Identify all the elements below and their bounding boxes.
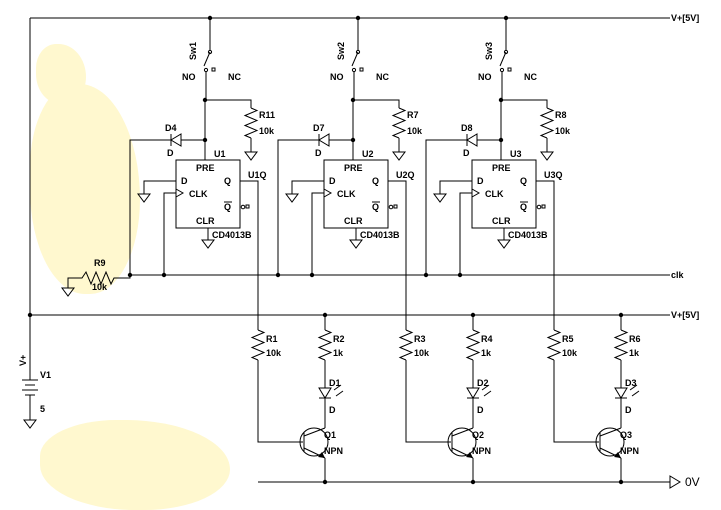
resistor-r9 xyxy=(61,270,131,297)
voltage-source-v1 xyxy=(22,312,38,429)
flipflop-pre: PRE xyxy=(492,163,511,173)
transistor-ref: Q1 xyxy=(324,430,336,440)
transistor-ref: Q3 xyxy=(620,430,632,440)
base-res-value: 10k xyxy=(414,348,430,358)
flipflop-q: Q xyxy=(372,176,379,186)
r9-value: 10k xyxy=(92,282,108,292)
rail-label-vplus-mid: V+[5V] xyxy=(671,310,699,320)
transistor-type: NPN xyxy=(324,446,343,456)
led-res-value: 1k xyxy=(333,348,344,358)
diode-label: D xyxy=(463,148,470,158)
flipflop-clk: CLK xyxy=(337,189,356,199)
base-res-ref: R3 xyxy=(414,334,426,344)
diode-ref: D4 xyxy=(165,123,177,133)
q-net-label: U1Q xyxy=(248,170,267,180)
led-res-value: 1k xyxy=(629,348,640,358)
flipflop-part: CD4013B xyxy=(360,230,400,240)
switch-no-label: NO xyxy=(478,72,492,82)
led-label: D xyxy=(625,405,632,415)
flipflop-part: CD4013B xyxy=(212,230,252,240)
base-res-ref: R1 xyxy=(266,334,278,344)
led-ref: D3 xyxy=(625,378,637,388)
base-res-ref: R5 xyxy=(562,334,574,344)
rail-label-zero: 0V xyxy=(685,475,700,489)
flipflop-qbar: Q xyxy=(372,202,379,212)
flipflop-ref: U2 xyxy=(362,149,374,159)
led-ref: D1 xyxy=(329,378,341,388)
flipflop-clr: CLR xyxy=(344,216,363,226)
flipflop-body xyxy=(175,159,241,229)
flipflop-d: D xyxy=(477,176,484,186)
source-plus-label: V+ xyxy=(18,355,28,366)
diode-ref: D8 xyxy=(461,123,473,133)
transistor-type: NPN xyxy=(620,446,639,456)
switch-no-label: NO xyxy=(182,72,196,82)
rail-label-clk: clk xyxy=(671,270,685,280)
flipflop-clr: CLR xyxy=(492,216,511,226)
pullup-value: 10k xyxy=(555,126,571,136)
q-net-label: U2Q xyxy=(396,170,415,180)
transistor-type: NPN xyxy=(472,446,491,456)
led-label: D xyxy=(329,405,336,415)
led-res-ref: R2 xyxy=(333,334,345,344)
flipflop-qbar: Q xyxy=(520,202,527,212)
highlight-blob-bottom xyxy=(40,420,230,510)
switch-nc-label: NC xyxy=(524,72,537,82)
flipflop-clk: CLK xyxy=(485,189,504,199)
pullup-value: 10k xyxy=(259,126,275,136)
pullup-ref: R11 xyxy=(259,110,275,120)
flipflop-d: D xyxy=(181,176,188,186)
led-res-value: 1k xyxy=(481,348,492,358)
diode-ref: D7 xyxy=(313,123,325,133)
source-ref: V1 xyxy=(40,370,51,380)
pullup-value: 10k xyxy=(407,126,423,136)
switch-nc-label: NC xyxy=(228,72,241,82)
led-res-ref: R6 xyxy=(629,334,641,344)
highlight-blob-left xyxy=(30,84,140,294)
base-res-value: 10k xyxy=(562,348,578,358)
switch-no-label: NO xyxy=(330,72,344,82)
diode-label: D xyxy=(167,148,174,158)
rail-wires xyxy=(29,17,670,483)
switch-ref: Sw2 xyxy=(336,42,346,60)
zero-volt-arrow xyxy=(669,475,681,489)
led-res-ref: R4 xyxy=(481,334,493,344)
pullup-ref: R7 xyxy=(407,110,419,120)
flipflop-ref: U1 xyxy=(214,149,226,159)
flipflop-body xyxy=(323,159,389,229)
flipflop-part: CD4013B xyxy=(508,230,548,240)
base-res-value: 10k xyxy=(266,348,282,358)
flipflop-body xyxy=(471,159,537,229)
q-net-label: U3Q xyxy=(544,170,563,180)
flipflop-qbar: Q xyxy=(224,202,231,212)
source-value: 5 xyxy=(40,404,45,414)
switch-nc-label: NC xyxy=(376,72,389,82)
r9-ref: R9 xyxy=(94,258,106,268)
switch-ref: Sw3 xyxy=(484,42,494,60)
flipflop-d: D xyxy=(329,176,336,186)
flipflop-q: Q xyxy=(520,176,527,186)
switch-ref: Sw1 xyxy=(188,42,198,60)
led-label: D xyxy=(477,405,484,415)
flipflop-clr: CLR xyxy=(196,216,215,226)
pullup-ref: R8 xyxy=(555,110,567,120)
rail-label-vplus-top: V+[5V] xyxy=(671,13,699,23)
flipflop-pre: PRE xyxy=(196,163,215,173)
flipflop-q: Q xyxy=(224,176,231,186)
flipflop-pre: PRE xyxy=(344,163,363,173)
diode-label: D xyxy=(315,148,322,158)
led-ref: D2 xyxy=(477,378,489,388)
flipflop-clk: CLK xyxy=(189,189,208,199)
flipflop-ref: U3 xyxy=(510,149,522,159)
transistor-ref: Q2 xyxy=(472,430,484,440)
